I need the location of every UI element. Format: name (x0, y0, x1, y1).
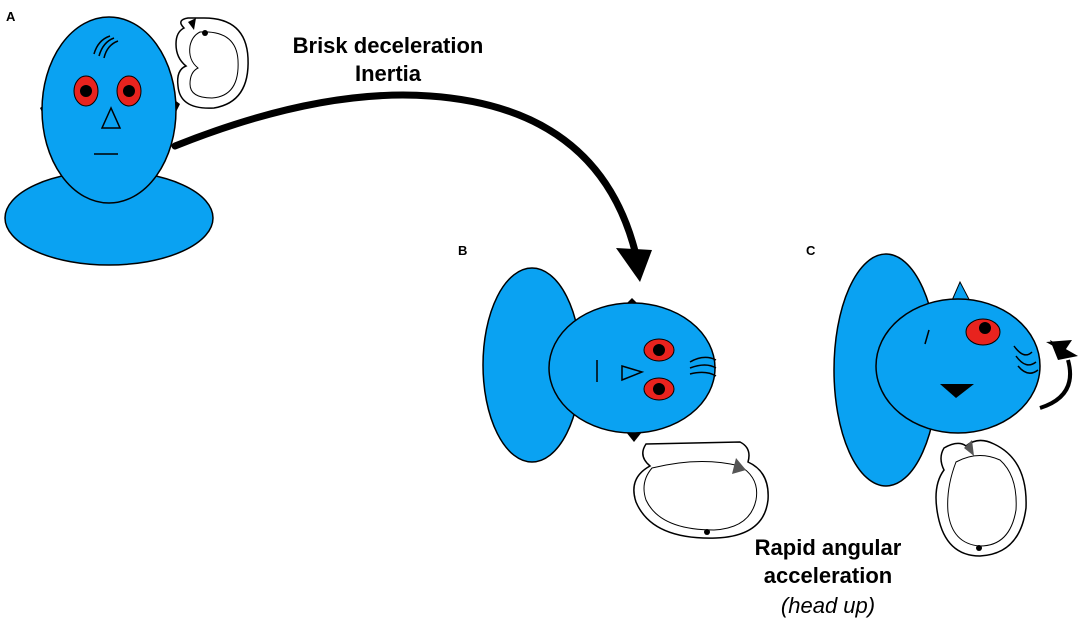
panel-b-bottom-ear (626, 432, 642, 442)
panel-b-nose (621, 364, 645, 382)
panel-c-mouth (924, 329, 930, 345)
panel-c-head (875, 298, 1041, 434)
deceleration-arrow (171, 91, 652, 282)
panel-b-hair (689, 356, 717, 377)
panel-a-hair (93, 35, 119, 59)
panel-letter-b: B (458, 243, 468, 258)
rotation-arrow (1039, 340, 1078, 410)
panel-c-bottom-ear (940, 384, 974, 398)
acceleration-note: (head up) (780, 593, 876, 618)
panel-a-canal (175, 17, 249, 109)
panel-c-canal (935, 439, 1027, 557)
panel-letter-c: C (806, 243, 816, 258)
panel-b-canal (633, 441, 769, 539)
panel-a-nose (100, 106, 122, 129)
panel-a-head (41, 16, 177, 204)
panel-letter-a: A (6, 9, 16, 24)
panel-c-figure (833, 253, 1041, 487)
acceleration-label-line2: acceleration (763, 563, 893, 588)
acceleration-label-line1: Rapid angular (754, 535, 902, 560)
deceleration-label-line1: Brisk deceleration (292, 33, 484, 58)
panel-a-figure (4, 16, 214, 266)
panel-b-figure (482, 267, 717, 463)
deceleration-label-line2: Inertia (354, 61, 422, 86)
panel-c-hair (1013, 345, 1039, 374)
